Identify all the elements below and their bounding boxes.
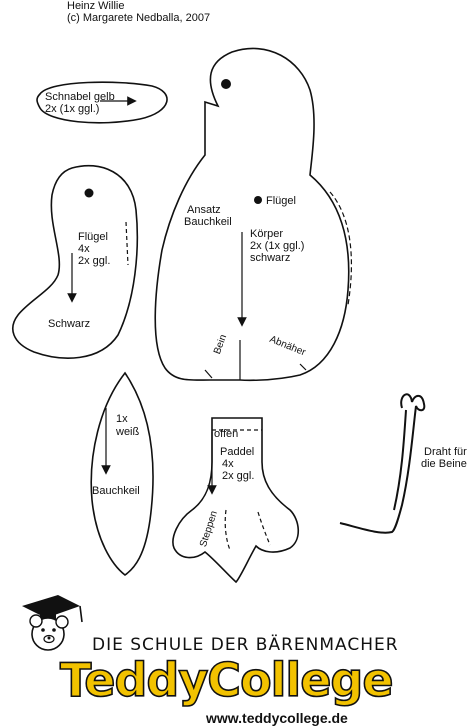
- wing-piece: [12, 164, 139, 359]
- beak-label: Schnabel gelb: [45, 91, 115, 103]
- wing-mark-dot: [84, 188, 94, 198]
- body-ansatz-label: Ansatz: [187, 204, 221, 216]
- foot-mirror-count: 2x ggl.: [222, 470, 255, 482]
- brand-logo-text: TeddyCollege: [59, 652, 394, 708]
- body-bauchkeil-label: Bauchkeil: [184, 216, 232, 228]
- foot-count: 4x: [222, 458, 234, 470]
- beak-count: 2x (1x ggl.): [45, 103, 100, 115]
- brand-url[interactable]: www.teddycollege.de: [206, 710, 348, 726]
- brand-tagline: DIE SCHULE DER BÄRENMACHER: [92, 635, 399, 655]
- body-count: 2x (1x ggl.): [250, 240, 305, 252]
- body-piece: [154, 47, 352, 382]
- body-eye-dot: [221, 79, 231, 89]
- copyright-line: (c) Margarete Nedballa, 2007: [67, 12, 211, 24]
- body-color: schwarz: [250, 252, 291, 264]
- body-dart-line: [329, 191, 352, 306]
- wing-mirror-count: 2x ggl.: [78, 255, 111, 267]
- foot-piece: [172, 417, 300, 584]
- wing-label: Flügel: [78, 231, 108, 243]
- belly-piece: [90, 371, 154, 576]
- foot-seam-right: [257, 511, 271, 546]
- wire-piece: [339, 393, 426, 534]
- foot-label: Paddel: [220, 446, 255, 458]
- belly-label: Bauchkeil: [92, 485, 140, 497]
- brand-bear-logo: [22, 595, 83, 651]
- wing-count: 4x: [78, 243, 90, 255]
- wing-color: Schwarz: [48, 318, 91, 330]
- pattern-name: Heinz Willie: [67, 0, 125, 12]
- foot-open-label: offen: [214, 428, 239, 440]
- body-wing-label: Flügel: [266, 195, 296, 207]
- wing-seam-line: [125, 221, 129, 266]
- body-label: Körper: [250, 228, 284, 240]
- wire-label: Draht für: [424, 446, 467, 458]
- foot-seam-left: [224, 509, 231, 551]
- belly-color: weiß: [116, 426, 140, 438]
- body-wing-mark-dot: [254, 196, 262, 204]
- belly-count: 1x: [116, 413, 128, 425]
- wire-label-2: die Beine: [421, 458, 467, 470]
- beak-piece: [36, 81, 168, 124]
